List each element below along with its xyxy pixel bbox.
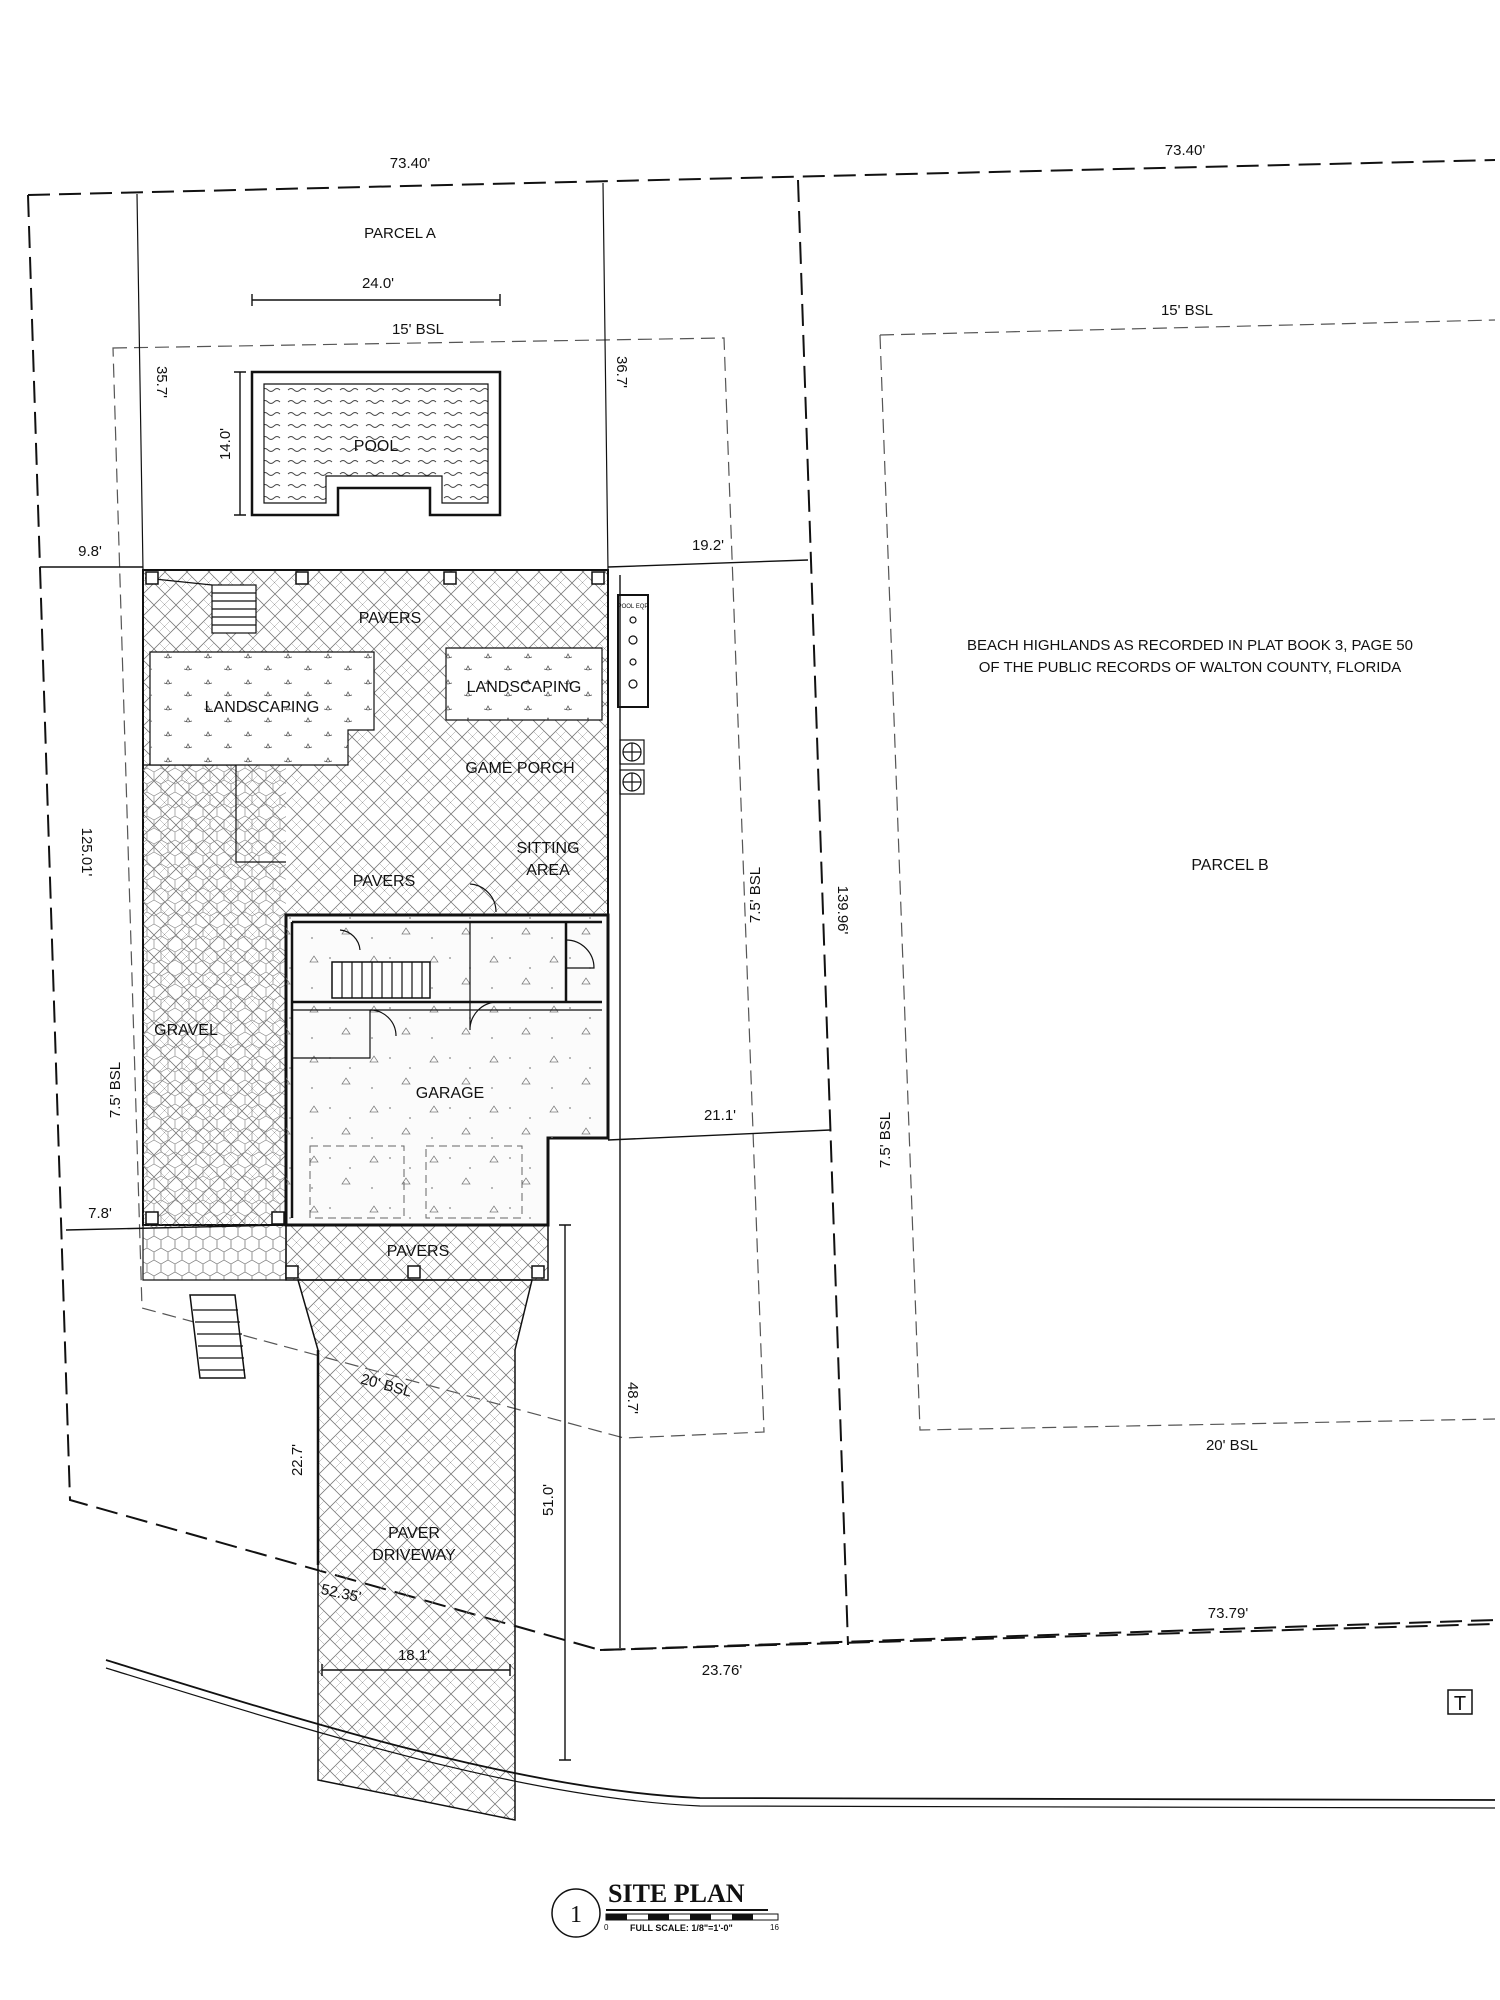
road-edge [105,1659,1496,1809]
garage-label: GARAGE [416,1085,484,1102]
bsl-20-right-label: 20' BSL [1206,1437,1258,1454]
dim-22-7-label: 22.7' [289,1444,306,1476]
pool-equipment-label: POOL EQP [618,604,649,610]
bsl-7-5-right-label: 7.5' BSL [877,1112,894,1168]
paver-driveway-area [297,1279,533,1821]
drawing-title: SITE PLAN [608,1879,745,1908]
dim-73-79-label: 73.79' [1208,1605,1249,1622]
pool-width-label: 24.0' [362,275,394,292]
paver-driveway-label-2: DRIVEWAY [372,1547,456,1564]
paver-driveway-label-1: PAVER [388,1525,440,1542]
scale-text: FULL SCALE: 1/8"=1'-0" [630,1923,733,1933]
exterior-stairs [189,1294,246,1379]
dim-48-7-label: 48.7' [624,1382,641,1414]
game-porch-label: GAME PORCH [465,760,574,777]
landscaping-right-label: LANDSCAPING [467,679,582,696]
bsl-7-5-mid-label: 7.5' BSL [747,867,764,923]
title-block: 1 SITE PLAN 0 FULL SCALE: 1/8"=1'-0" 16 [551,1879,779,1938]
dim-23-76-label: 23.76' [702,1662,743,1679]
landscaping-left-label: LANDSCAPING [205,699,320,716]
setback-lines [112,319,1496,1439]
columns [145,571,605,1279]
dimension-lines [40,294,831,1761]
pavers-top-label: PAVERS [359,610,422,627]
dim-7-8-label: 7.8' [88,1205,112,1222]
patio-stairs [144,577,257,634]
drawing-number: 1 [570,1902,582,1928]
dim-51-0-label: 51.0' [540,1484,557,1516]
beach-highlands-line-2: OF THE PUBLIC RECORDS OF WALTON COUNTY, … [979,659,1402,676]
parcel-a-sides [136,182,609,571]
drawing-labels: 73.40' 73.40' PARCEL A 24.0' 15' BSL 15'… [78,142,1413,1679]
ac-units [619,739,645,795]
dim-139-96-label: 139.96' [834,886,851,935]
pool-depth-label: 14.0' [217,428,234,460]
beach-highlands-line-1: BEACH HIGHLANDS AS RECORDED IN PLAT BOOK… [967,637,1413,654]
gravel-label: GRAVEL [154,1022,218,1039]
sitting-area-label-1: SITTING [516,840,579,857]
dim-19-2-label: 19.2' [692,537,724,554]
garage-building [284,883,610,1227]
dim-21-1-label: 21.1' [704,1107,736,1124]
transformer-symbol: T [1447,1689,1473,1715]
bsl-15-right-label: 15' BSL [1161,302,1213,319]
dim-125-01-label: 125.01' [78,828,95,877]
pavers-bottom-label: PAVERS [387,1243,450,1260]
pavers-mid-label: PAVERS [353,873,416,890]
sitting-area-label-2: AREA [526,862,570,879]
pool-label: POOL [354,438,399,455]
drawing-number-circle [551,1888,601,1938]
top-right-width-label: 73.40' [1165,142,1206,159]
pool-outline [250,370,502,517]
parcel-b-label: PARCEL B [1191,857,1268,874]
bsl-7-5-left-label: 7.5' BSL [107,1062,124,1118]
dim-36-7-label: 36.7' [613,356,630,388]
dim-35-7-label: 35.7' [153,366,170,398]
dim-9-8-label: 9.8' [78,543,102,560]
pool-equipment-pad: POOL EQP [617,594,649,708]
top-left-width-label: 73.40' [390,155,431,172]
transformer-label: T [1454,1693,1466,1715]
scale-start: 0 [604,1923,609,1932]
dim-18-1-label: 18.1' [398,1647,430,1664]
scale-end: 16 [770,1923,779,1932]
parcel-a-label: PARCEL A [364,225,436,242]
bsl-15-left-label: 15' BSL [392,321,444,338]
